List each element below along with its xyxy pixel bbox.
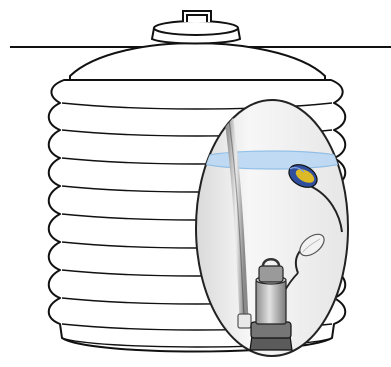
water-surface [196, 151, 348, 169]
lid-handle [183, 11, 211, 22]
cutaway-view [196, 100, 348, 356]
tank-lid [152, 21, 240, 44]
